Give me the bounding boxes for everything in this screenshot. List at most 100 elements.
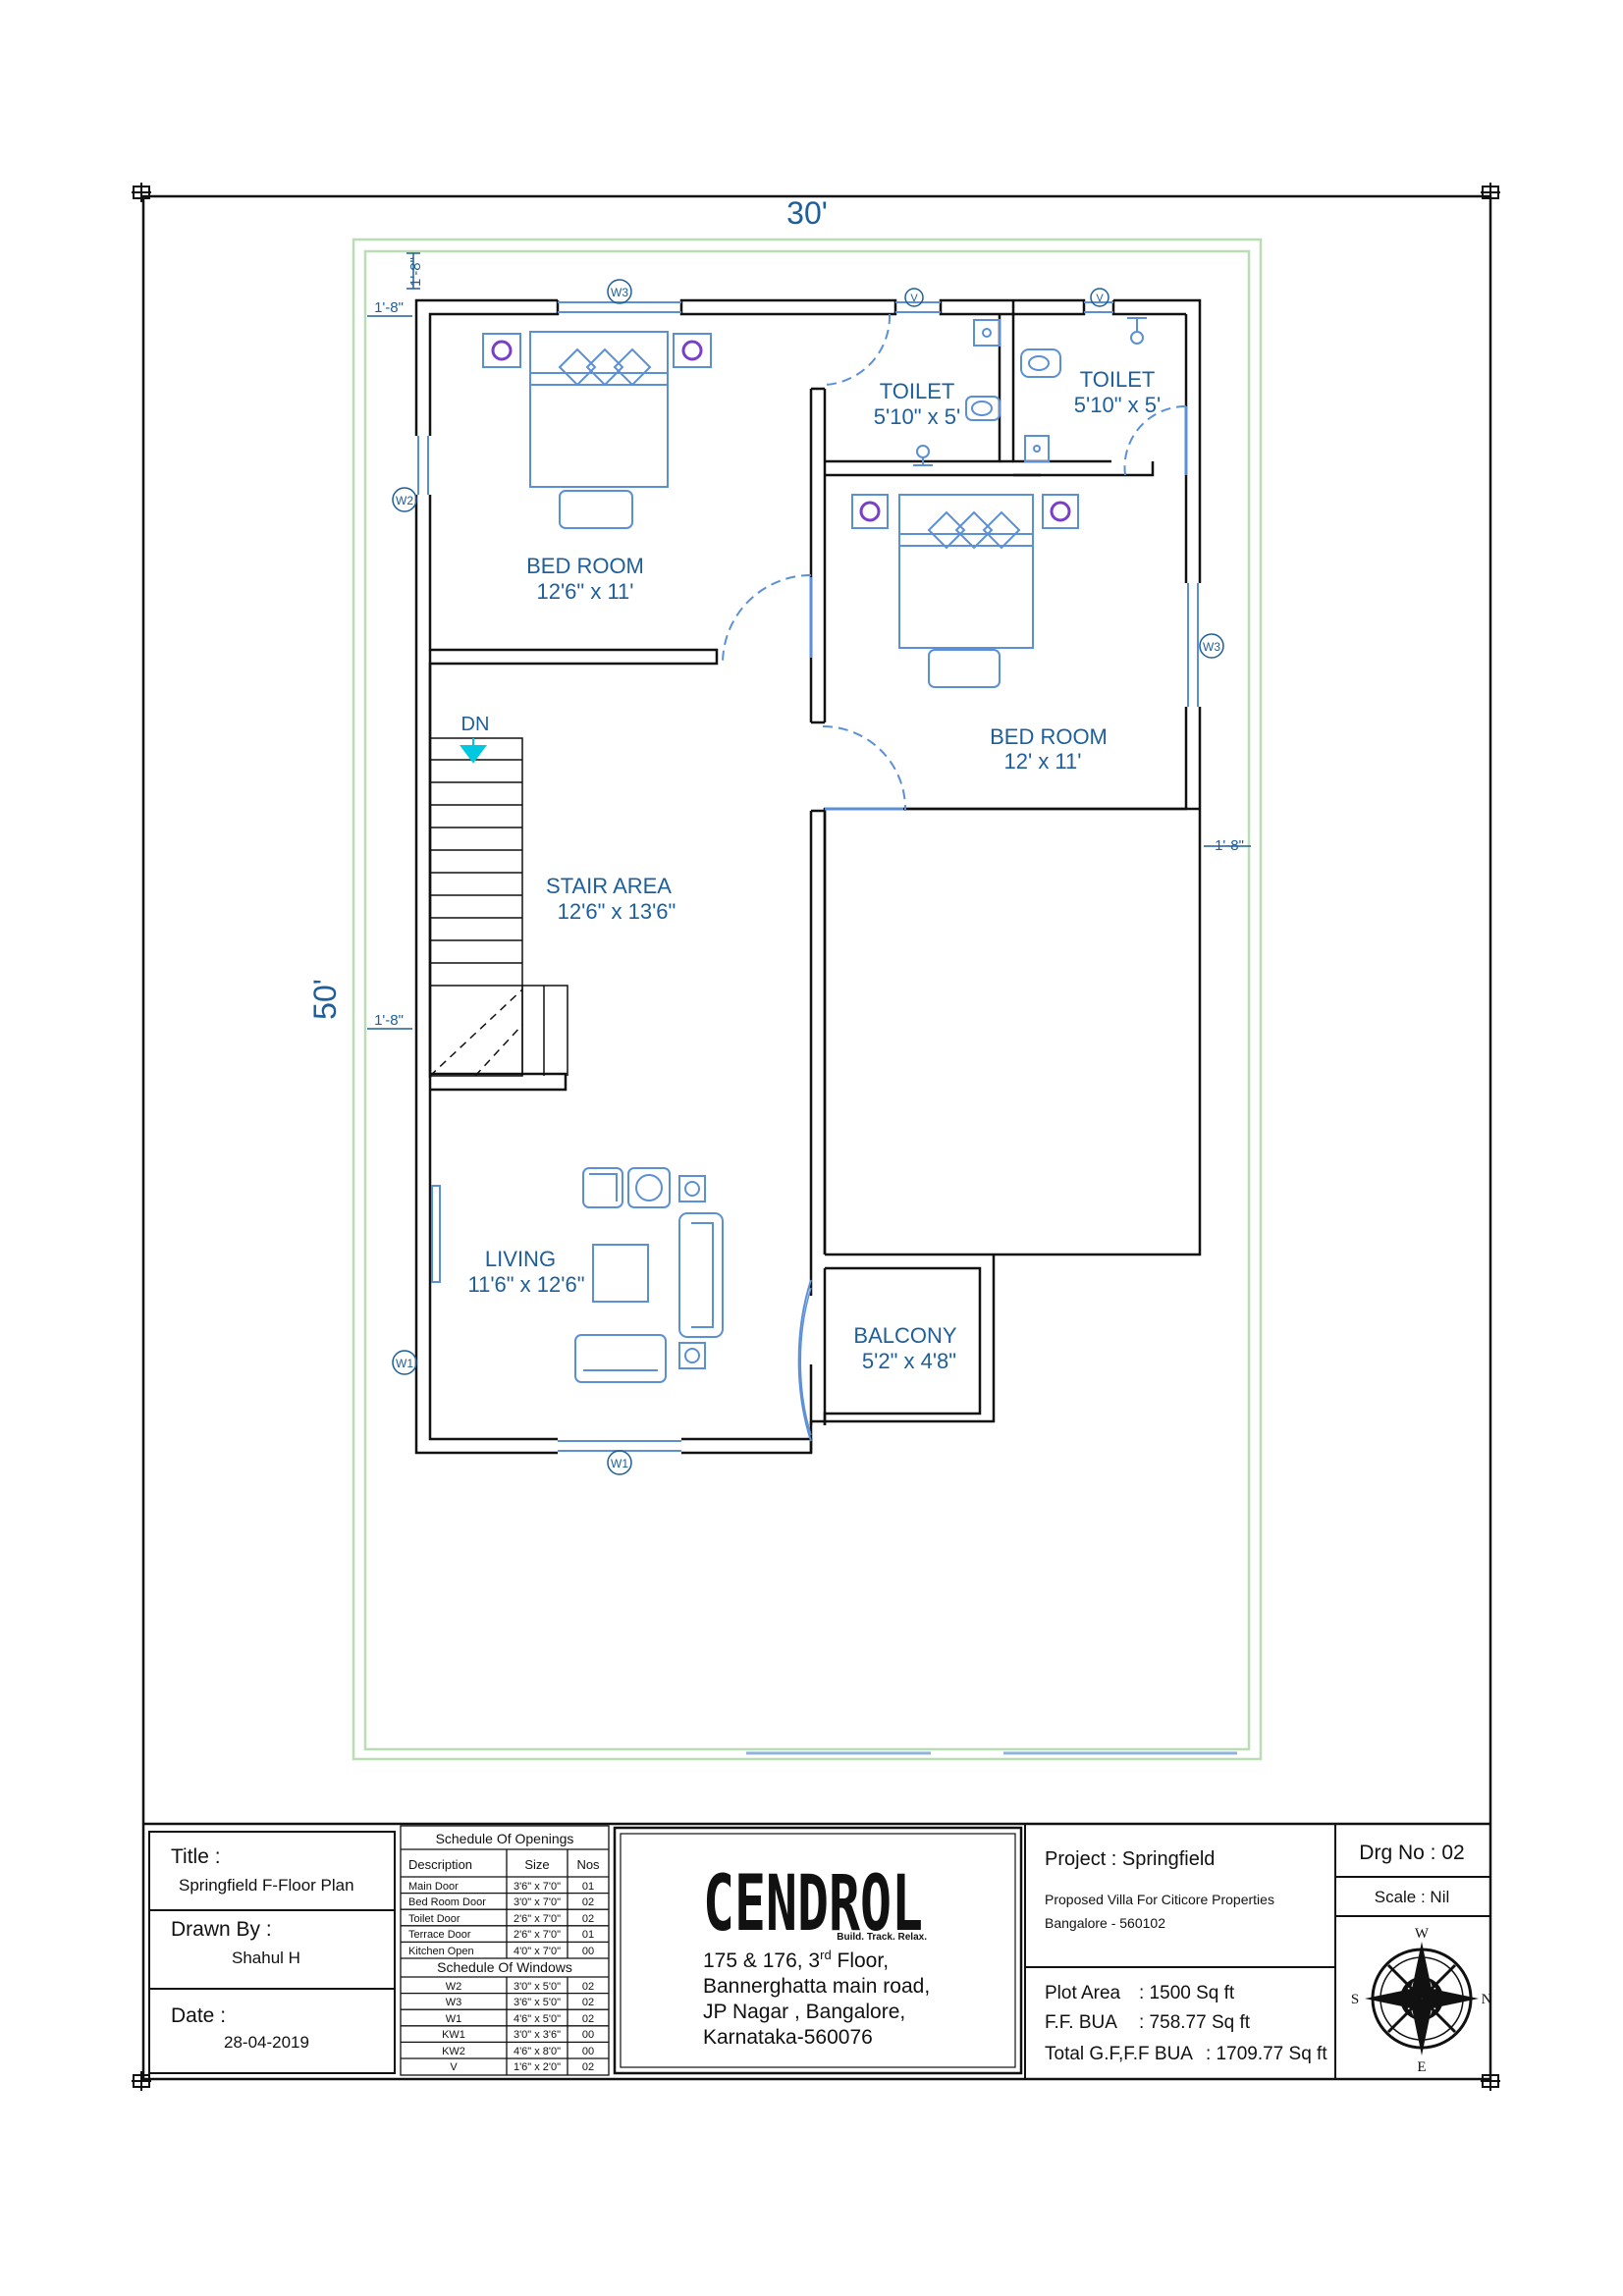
door-row-size: 3'0" x 7'0" — [514, 1896, 561, 1908]
toilet-2-name: TOILET — [1080, 367, 1156, 392]
stair-direction-arrow — [460, 738, 487, 764]
compass-s: S — [1351, 1992, 1359, 2007]
setback-left-mid: 1'-8" — [374, 1012, 404, 1029]
door-row-desc: Terrace Door — [408, 1929, 471, 1941]
window-row-nos: 00 — [582, 2046, 594, 2057]
company-address-line1: 175 & 176, 3rd Floor, — [703, 1948, 889, 1972]
length-dimension: 50' — [307, 979, 343, 1020]
logo-panel — [613, 1826, 1023, 2075]
schedule-header-nos: Nos — [576, 1857, 600, 1872]
drawn-by-label: Drawn By : — [171, 1918, 272, 1941]
logo-panel-inner — [620, 1833, 1016, 2068]
door-row-size: 2'6" x 7'0" — [514, 1913, 561, 1925]
bedroom-1-size: 12'6" x 11' — [537, 579, 634, 604]
total-bua-value: : 1709.77 Sq ft — [1206, 2044, 1327, 2064]
drawing-scale: Scale : Nil — [1375, 1888, 1450, 1906]
door-row-nos: 00 — [582, 1946, 594, 1957]
bedroom-1-name: BED ROOM — [526, 554, 644, 578]
address-line1-sup: rd — [820, 1948, 832, 1962]
toilet-1-size: 5'10" x 5' — [874, 404, 960, 429]
window-row-desc: W2 — [446, 1981, 462, 1993]
window-row-size: 1'6" x 2'0" — [514, 2061, 561, 2073]
window-row-size: 4'6" x 5'0" — [514, 2013, 561, 2025]
door-row-size: 3'6" x 7'0" — [514, 1881, 561, 1893]
company-tagline: Build. Track. Relax. — [837, 1932, 927, 1943]
window-row-desc: V — [450, 2061, 458, 2073]
balcony-door-arc — [797, 1279, 812, 1442]
window-row-nos: 02 — [582, 1981, 594, 1993]
drawing-border — [141, 194, 1492, 2081]
plot-setback-lines — [352, 238, 1263, 1761]
total-bua-label: Total G.F,F.F BUA — [1045, 2044, 1193, 2064]
title-label: Title : — [171, 1845, 221, 1868]
door-row-desc: Main Door — [408, 1881, 459, 1893]
window-row-nos: 02 — [582, 2061, 594, 2073]
company-address-line4: Karnataka-560076 — [703, 2026, 873, 2049]
stair-area-size: 12'6" x 13'6" — [558, 899, 676, 924]
company-address-line2: Bannerghatta main road, — [703, 1975, 930, 1998]
schedule-header-size: Size — [524, 1857, 549, 1872]
vent-tag-toilet2: V — [1096, 293, 1104, 304]
setback-dim-marks — [367, 252, 1251, 1030]
stair-area-name: STAIR AREA — [546, 874, 672, 898]
window-row-size: 4'6" x 8'0" — [514, 2046, 561, 2057]
window-row-size: 3'0" x 5'0" — [514, 1981, 561, 1993]
ff-bua-label: F.F. BUA — [1045, 2012, 1117, 2033]
window-row-desc: W1 — [446, 2013, 462, 2025]
drawing-number: Drg No : 02 — [1359, 1842, 1464, 1864]
date-value: 28-04-2019 — [224, 2033, 309, 2052]
toilet-1-name: TOILET — [880, 379, 955, 403]
compass-w: W — [1415, 1926, 1430, 1942]
window-row-size: 3'0" x 3'6" — [514, 2029, 561, 2041]
window-tags — [392, 279, 1224, 1475]
project-name: Project : Springfield — [1045, 1848, 1215, 1870]
window-tag-w1-bottom: W1 — [611, 1457, 628, 1470]
door-row-size: 4'0" x 7'0" — [514, 1946, 561, 1957]
toilet-1-fixtures — [913, 319, 1001, 466]
living-name: LIVING — [485, 1247, 556, 1271]
ff-bua-value: : 758.77 Sq ft — [1139, 2012, 1251, 2033]
plot-area-value: : 1500 Sq ft — [1139, 1983, 1235, 2003]
schedule-openings-title: Schedule Of Openings — [436, 1831, 574, 1846]
door-swings — [722, 313, 1187, 812]
window-row-desc: KW2 — [442, 2046, 465, 2057]
bedside-lamps-1 — [482, 333, 712, 368]
door-row-nos: 02 — [582, 1913, 594, 1925]
setback-right: 1'-8" — [1215, 837, 1244, 854]
plot-area-label: Plot Area — [1045, 1983, 1121, 2003]
vent-tag-toilet1: V — [910, 293, 918, 304]
door-row-desc: Bed Room Door — [408, 1896, 486, 1908]
schedule-table-grid — [400, 1825, 610, 2076]
bedside-lamps-2 — [851, 494, 1079, 529]
compass-e: E — [1417, 2059, 1426, 2075]
door-row-nos: 01 — [582, 1929, 594, 1941]
bed-1 — [529, 331, 669, 529]
window-tag-w2-left: W2 — [396, 494, 413, 507]
door-row-size: 2'6" x 7'0" — [514, 1929, 561, 1941]
bed-2 — [898, 494, 1034, 688]
date-label: Date : — [171, 2004, 226, 2027]
setback-top-vertical: 1'-8" — [407, 257, 424, 287]
schedule-header-description: Description — [408, 1857, 472, 1872]
window-row-nos: 02 — [582, 2013, 594, 2025]
title-value: Springfield F-Floor Plan — [179, 1876, 354, 1895]
schedule-windows-title: Schedule Of Windows — [437, 1959, 572, 1975]
width-dimension: 30' — [786, 195, 828, 231]
drawn-by-value: Shahul H — [232, 1949, 300, 1967]
balcony-size: 5'2" x 4'8" — [862, 1349, 956, 1373]
exterior-walls — [414, 298, 1202, 1455]
compass-rose-icon — [1365, 1942, 1479, 2056]
door-row-desc: Kitchen Open — [408, 1946, 474, 1957]
address-line1-b: Floor, — [832, 1949, 889, 1972]
company-address-line3: JP Nagar , Bangalore, — [703, 2001, 905, 2023]
window-tag-w3-top: W3 — [611, 286, 628, 299]
door-row-nos: 01 — [582, 1881, 594, 1893]
door-row-nos: 02 — [582, 1896, 594, 1908]
window-tag-w3-right: W3 — [1203, 640, 1220, 654]
bedroom-2-size: 12' x 11' — [1004, 749, 1082, 774]
title-info-panel — [148, 1831, 396, 2074]
window-row-nos: 02 — [582, 1997, 594, 2008]
toilet-2-fixtures — [1020, 317, 1147, 462]
setback-top-horizontal: 1'-8" — [374, 299, 404, 316]
